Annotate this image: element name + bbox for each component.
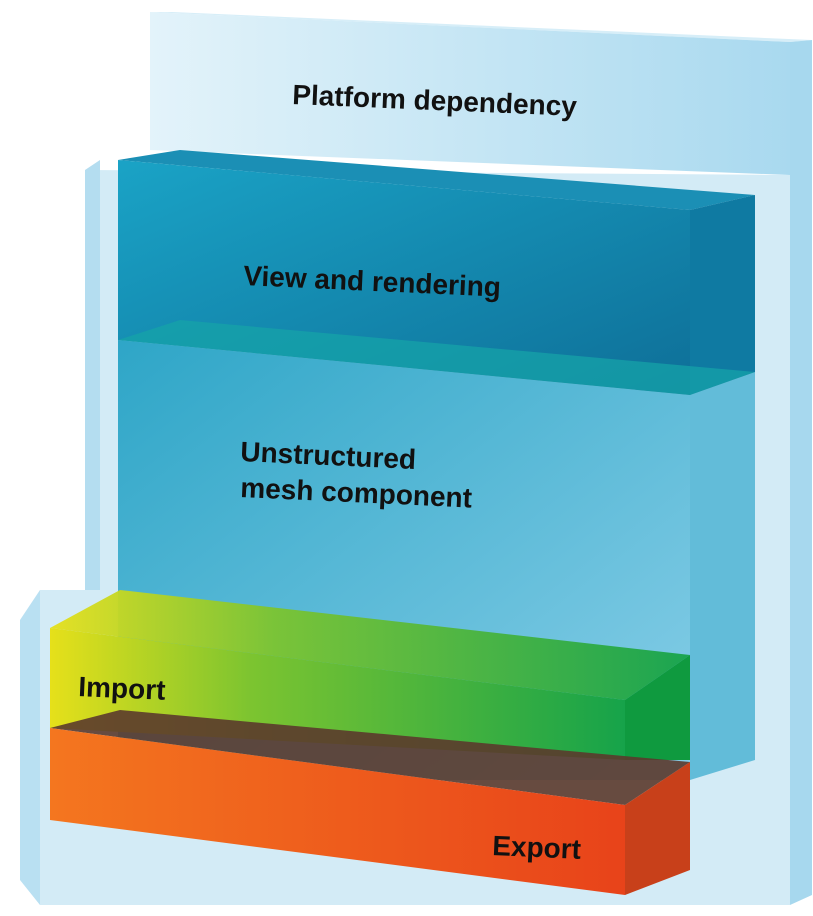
- export-right-face: [625, 762, 690, 895]
- export-front-face: [50, 728, 625, 895]
- import-right-face: [625, 655, 690, 760]
- export-dark-top: [50, 710, 690, 805]
- platform-left-edge: [85, 160, 100, 590]
- platform-right-edge: [790, 40, 812, 905]
- export-layer: Export: [50, 710, 690, 895]
- mesh-right-face: [690, 372, 755, 780]
- export-label: Export: [492, 830, 582, 865]
- import-top-face: [50, 590, 690, 700]
- platform-top-face: [150, 12, 812, 42]
- platform-step-left: [20, 590, 40, 905]
- import-label: Import: [78, 671, 166, 706]
- view-right-face: [690, 195, 755, 395]
- platform-back-panel: [150, 12, 790, 175]
- view-top-face: [118, 150, 755, 210]
- view-rendering-layer: View and rendering: [118, 150, 755, 395]
- view-bottom-band: [118, 320, 755, 395]
